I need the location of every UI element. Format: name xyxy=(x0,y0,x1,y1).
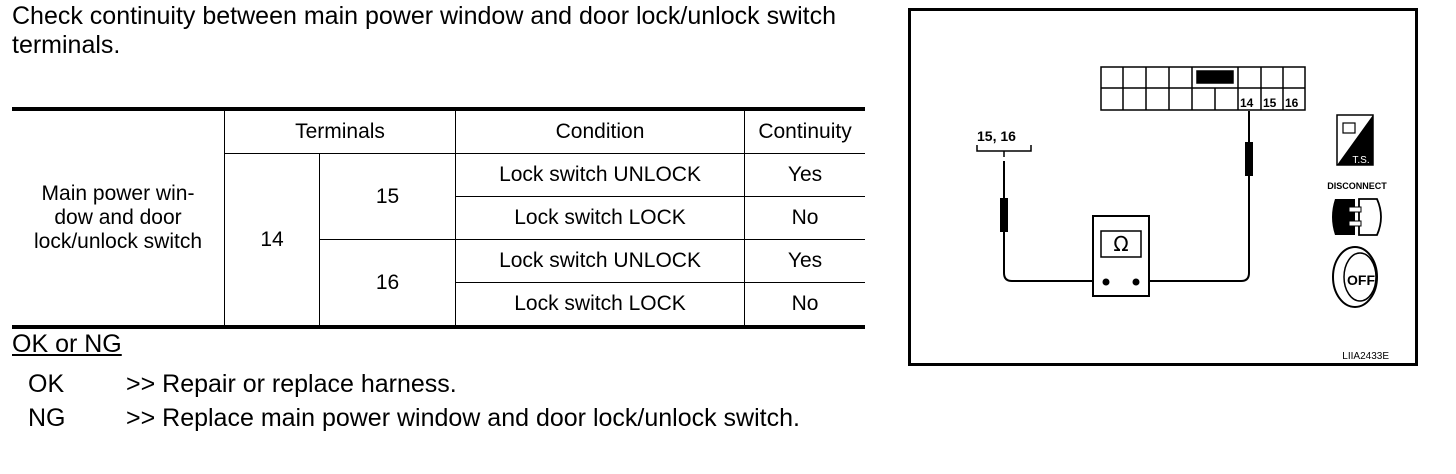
result-key: OK xyxy=(28,370,65,398)
ts-icon xyxy=(1336,114,1374,166)
component-cell: Main power win- dow and door lock/unlock… xyxy=(12,108,225,328)
disconnect-label: DISCONNECT xyxy=(1327,181,1387,191)
header-continuity: Continuity xyxy=(744,108,865,154)
continuity-table: Main power win- dow and door lock/unlock… xyxy=(12,107,865,329)
header-condition: Condition xyxy=(455,108,746,154)
component-line-2: dow and door xyxy=(54,206,182,229)
terminal-15: 15 xyxy=(318,153,457,240)
ignition-off-icon xyxy=(1332,246,1378,308)
condition-cell: Lock switch UNLOCK xyxy=(455,153,746,197)
continuity-cell: Yes xyxy=(744,239,865,283)
ts-label: T.S. xyxy=(1352,155,1369,166)
disconnect-icon xyxy=(1332,198,1382,236)
condition-cell: Lock switch LOCK xyxy=(455,196,746,240)
test-leads xyxy=(1000,111,1253,282)
result-heading: OK or NG xyxy=(12,330,122,358)
meter-symbol: Ω xyxy=(1113,232,1128,256)
condition-cell: Lock switch UNLOCK xyxy=(455,239,746,283)
connector-label-14: 14 xyxy=(1240,96,1254,110)
connector-label-15: 15 xyxy=(1263,96,1277,110)
continuity-cell: Yes xyxy=(744,153,865,197)
probe-label: 15, 16 xyxy=(977,128,1016,144)
component-line-1: Main power win- xyxy=(41,182,195,205)
connector-label-16: 16 xyxy=(1285,96,1299,110)
terminal-16: 16 xyxy=(318,239,457,328)
circuit-figure: 14 15 16 15, 16 Ω T.S. xyxy=(908,8,1418,366)
connector-icon xyxy=(1100,66,1306,111)
result-text: >> Replace main power window and door lo… xyxy=(126,404,800,432)
continuity-cell: No xyxy=(744,196,865,240)
continuity-cell: No xyxy=(744,282,865,328)
condition-cell: Lock switch LOCK xyxy=(455,282,746,328)
result-ng: NG >> Replace main power window and door … xyxy=(28,404,800,433)
figure-code: LIIA2433E xyxy=(1342,351,1389,362)
ohmmeter-icon xyxy=(1092,215,1150,297)
component-line-3: lock/unlock switch xyxy=(33,230,203,253)
off-label: OFF xyxy=(1347,272,1375,288)
header-terminals: Terminals xyxy=(223,108,457,154)
result-text: >> Repair or replace harness. xyxy=(126,370,457,398)
terminal-main: 14 xyxy=(224,153,320,328)
intro-text: Check continuity between main power wind… xyxy=(12,2,837,59)
probe-bracket xyxy=(976,145,1032,157)
result-ok: OK >> Repair or replace harness. xyxy=(28,370,457,399)
circuit-diagram: 14 15 16 15, 16 Ω T.S. xyxy=(976,66,1389,362)
result-key: NG xyxy=(28,404,66,432)
